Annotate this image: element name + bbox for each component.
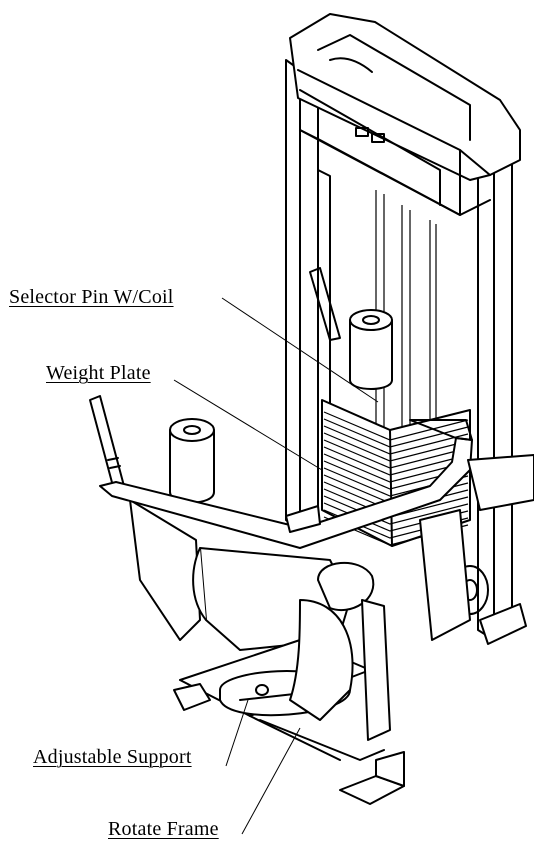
plate-line <box>323 418 469 448</box>
leader-weight-plate <box>173 379 323 471</box>
leader-selector-pin <box>221 297 379 403</box>
arm-frame <box>99 419 534 549</box>
upper-pad <box>309 267 393 390</box>
plate-line <box>323 425 469 455</box>
label-weight-plate: Weight Plate <box>46 362 151 384</box>
plate-line <box>323 495 469 525</box>
leader-lines <box>173 297 379 835</box>
plate-line <box>323 446 469 476</box>
plate-line <box>323 432 469 462</box>
plate-line <box>323 453 469 483</box>
base-frame <box>173 505 527 805</box>
tower-frame <box>285 13 521 641</box>
label-rotate-frame: Rotate Frame <box>108 818 219 840</box>
leader-adjustable-support <box>225 699 249 767</box>
label-selector-pin: Selector Pin W/Coil <box>9 286 174 308</box>
plate-line <box>323 439 469 469</box>
leader-rotate-frame <box>241 727 301 835</box>
plate-line <box>323 411 469 441</box>
label-adjustable-support: Adjustable Support <box>33 746 192 768</box>
front-pad <box>89 395 215 641</box>
